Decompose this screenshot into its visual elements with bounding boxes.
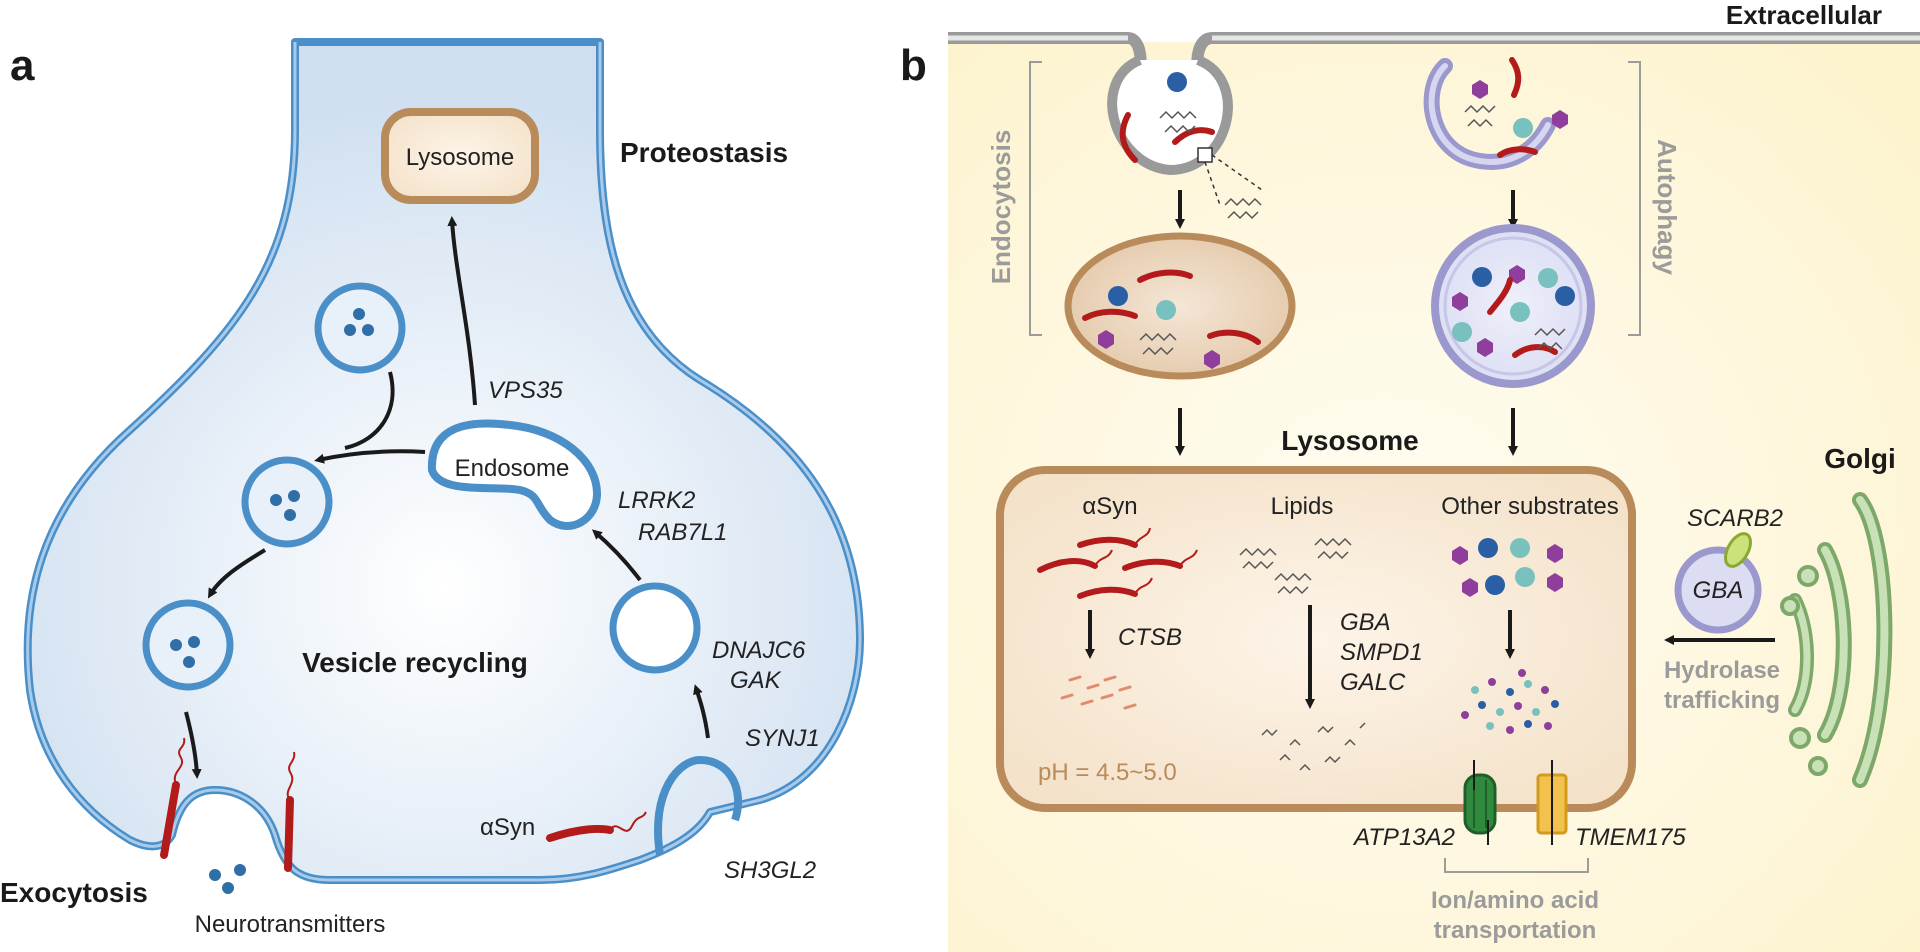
- endocytosed-asyn-1: [1119, 112, 1138, 163]
- lyso-asyn-fibrils: [1037, 527, 1198, 599]
- gene-tmem175: TMEM175: [1575, 824, 1686, 851]
- neurotransmitters-label: Neurotransmitters: [195, 911, 386, 938]
- asyn-exo-left-tail: [173, 737, 186, 786]
- arrow-empty-to-endosome: [591, 529, 642, 582]
- lyso-other-label: Other substrates: [1441, 493, 1618, 520]
- asyn-tail-a: [609, 811, 647, 832]
- golgi: [1780, 492, 1893, 788]
- lysosome-a-label: Lysosome: [406, 144, 515, 171]
- asyn-label-a: αSyn: [480, 814, 535, 841]
- endocytosed-circle: [1167, 72, 1187, 92]
- gene-lrrk2: LRRK2: [618, 487, 695, 514]
- lyso-lipids: [1239, 537, 1352, 595]
- phagophore-inner: [1428, 63, 1551, 165]
- arrow-vesicle1-down: [344, 371, 395, 450]
- late-endosome: [1064, 232, 1296, 380]
- lysosome-a: [381, 108, 539, 204]
- gene-ctsb: CTSB: [1118, 624, 1182, 651]
- arrow-vesicle3-to-membrane: [184, 711, 202, 779]
- vesicle-3: [142, 599, 234, 691]
- tmem175-transporter: [1536, 760, 1568, 845]
- arrow-vesicle2-to-vesicle3: [207, 548, 267, 599]
- terminal-inner-membrane: [26, 42, 862, 882]
- endocytosed-asyn-2: [1172, 127, 1215, 145]
- endocytosed-lipid: [1159, 110, 1197, 134]
- endocytosis-label: Endocytosis: [986, 130, 1016, 285]
- gba-vesicle: [1674, 532, 1762, 634]
- panel-a-label: a: [10, 41, 35, 90]
- panel-a: a Lysosome Proteostasis Endosome: [0, 38, 864, 938]
- hydrolase-label-1: Hydrolase: [1664, 657, 1780, 684]
- endocytosis-bracket: [1029, 61, 1042, 336]
- ion-transport-label-2: transportation: [1434, 917, 1597, 944]
- autophagosome: [1431, 224, 1595, 388]
- gene-vps35: VPS35: [488, 377, 563, 404]
- asyn-fragments: [1060, 675, 1137, 710]
- gene-gba: GBA: [1340, 609, 1391, 636]
- gene-gba-vesicle: GBA: [1693, 577, 1744, 604]
- autophagy-label: Autophagy: [1652, 139, 1682, 275]
- gene-sh3gl2: SH3GL2: [724, 857, 816, 884]
- autophagy-bracket: [1628, 61, 1641, 336]
- golgi-label: Golgi: [1824, 443, 1896, 474]
- ion-transport-label-1: Ion/amino acid: [1431, 887, 1599, 914]
- small-molecules: [1461, 669, 1559, 734]
- gene-scarb2: SCARB2: [1687, 505, 1783, 532]
- zoom-lines: [1204, 154, 1263, 206]
- gene-gak: GAK: [730, 667, 782, 694]
- autophagy-cargo: [1464, 57, 1568, 158]
- asyn-exo-right: [284, 796, 294, 872]
- asyn-membrane-a: [546, 825, 614, 842]
- lyso-asyn-label: αSyn: [1082, 493, 1137, 520]
- ph-label: pH = 4.5~5.0: [1038, 759, 1177, 786]
- endocytic-pit: [654, 755, 743, 856]
- asyn-exo-right-tail: [286, 751, 296, 801]
- asyn-exo-left: [160, 781, 180, 859]
- arrow-endosome-to-vesicle2: [314, 449, 426, 464]
- gene-synj1: SYNJ1: [745, 725, 820, 752]
- panel-b-label: b: [900, 41, 927, 90]
- lysosome-title-b: Lysosome: [1281, 425, 1418, 456]
- released-neurotransmitters: [209, 864, 246, 894]
- empty-vesicle: [609, 582, 701, 674]
- other-substrates: [1452, 538, 1563, 597]
- gene-atp13a2: ATP13A2: [1352, 824, 1455, 851]
- arrow-pit-to-empty: [693, 684, 710, 739]
- panel-b: b Extracellular Endocytosis Autophagy: [900, 0, 1920, 952]
- endocytic-invagination: [1107, 55, 1233, 176]
- gene-rab7l1: RAB7L1: [638, 519, 727, 546]
- zoom-box: [1197, 147, 1213, 163]
- atp13a2-transporter: [1463, 760, 1497, 845]
- vesicle-recycling-title: Vesicle recycling: [302, 647, 528, 678]
- exocytosis-title: Exocytosis: [0, 877, 148, 908]
- endosome-label: Endosome: [455, 455, 570, 482]
- proteostasis-title: Proteostasis: [620, 137, 788, 168]
- lysosome-b: [996, 466, 1636, 812]
- lyso-lipids-label: Lipids: [1271, 493, 1334, 520]
- gene-dnajc6: DNAJC6: [712, 637, 806, 664]
- ion-transport-bracket: [1444, 858, 1589, 873]
- gene-smpd1: SMPD1: [1340, 639, 1423, 666]
- lipid-fragments: [1261, 722, 1366, 771]
- vesicle-2: [241, 456, 333, 548]
- vesicle-1: [314, 282, 406, 374]
- zoom-lipid: [1224, 197, 1262, 220]
- gene-galc: GALC: [1340, 669, 1406, 696]
- extracellular-label: Extracellular: [1726, 0, 1882, 30]
- hydrolase-label-2: trafficking: [1664, 687, 1780, 714]
- endosome: [427, 419, 602, 530]
- arrow-endosome-to-lysosome: [447, 216, 477, 406]
